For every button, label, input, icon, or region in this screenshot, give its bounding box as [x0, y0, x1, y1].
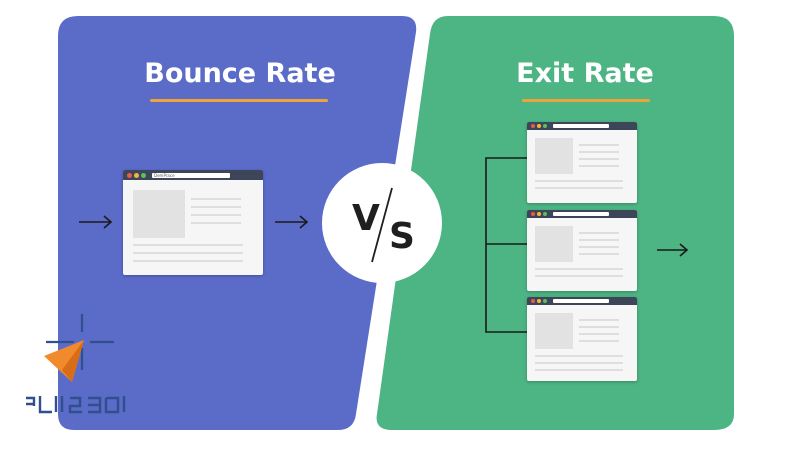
close-dot-icon — [531, 299, 535, 303]
text-line — [579, 158, 619, 160]
maximize-dot-icon — [543, 212, 547, 216]
maximize-dot-icon — [141, 172, 146, 178]
minimize-dot-icon — [537, 299, 541, 303]
text-line — [191, 206, 241, 208]
branch-connector-icon — [485, 157, 528, 333]
text-line — [535, 362, 623, 364]
text-line — [535, 355, 623, 357]
image-placeholder — [535, 226, 573, 262]
text-line — [579, 333, 619, 335]
image-placeholder — [133, 190, 185, 238]
bounce-page-window: DemPrace — [123, 170, 263, 275]
text-line — [579, 253, 619, 255]
versus-slash-icon — [371, 187, 393, 263]
url-bar — [553, 212, 609, 216]
browser-titlebar: DemPrace — [123, 170, 263, 180]
close-dot-icon — [531, 212, 535, 216]
text-line — [133, 244, 243, 246]
arrow-right-icon — [275, 215, 309, 229]
text-line — [579, 151, 619, 153]
image-placeholder — [535, 313, 573, 349]
arrow-right-icon — [79, 215, 113, 229]
text-line — [579, 319, 619, 321]
browser-titlebar — [527, 122, 637, 130]
text-line — [191, 222, 241, 224]
text-line — [535, 180, 623, 182]
exit-page-window-3 — [527, 297, 637, 381]
minimize-dot-icon — [537, 124, 541, 128]
text-line — [579, 232, 619, 234]
text-line — [535, 268, 623, 270]
text-line — [579, 326, 619, 328]
bounce-rate-title: Bounce Rate — [144, 58, 336, 89]
text-line — [133, 252, 243, 254]
crosshair-logo-icon — [26, 314, 126, 414]
exit-rate-title: Exit Rate — [516, 58, 654, 89]
bounce-rate-underline — [150, 99, 328, 102]
exit-rate-underline — [522, 99, 650, 102]
maximize-dot-icon — [543, 299, 547, 303]
minimize-dot-icon — [537, 212, 541, 216]
text-line — [133, 260, 243, 262]
text-line — [579, 165, 619, 167]
versus-v-letter: V — [352, 198, 380, 239]
text-line — [191, 198, 241, 200]
close-dot-icon — [127, 172, 132, 178]
text-line — [579, 239, 619, 241]
browser-titlebar — [527, 210, 637, 218]
url-bar — [553, 124, 609, 128]
versus-s-letter: S — [389, 216, 415, 257]
exit-page-window-1 — [527, 122, 637, 203]
image-placeholder — [535, 138, 573, 174]
arrow-right-icon — [657, 243, 689, 257]
minimize-dot-icon — [134, 172, 139, 178]
close-dot-icon — [531, 124, 535, 128]
browser-titlebar — [527, 297, 637, 305]
url-bar — [553, 299, 609, 303]
text-line — [579, 246, 619, 248]
text-line — [535, 187, 623, 189]
url-bar: DemPrace — [152, 172, 230, 178]
maximize-dot-icon — [543, 124, 547, 128]
text-line — [579, 340, 619, 342]
text-line — [191, 214, 241, 216]
exit-page-window-2 — [527, 210, 637, 291]
text-line — [579, 144, 619, 146]
text-line — [535, 369, 623, 371]
text-line — [535, 275, 623, 277]
